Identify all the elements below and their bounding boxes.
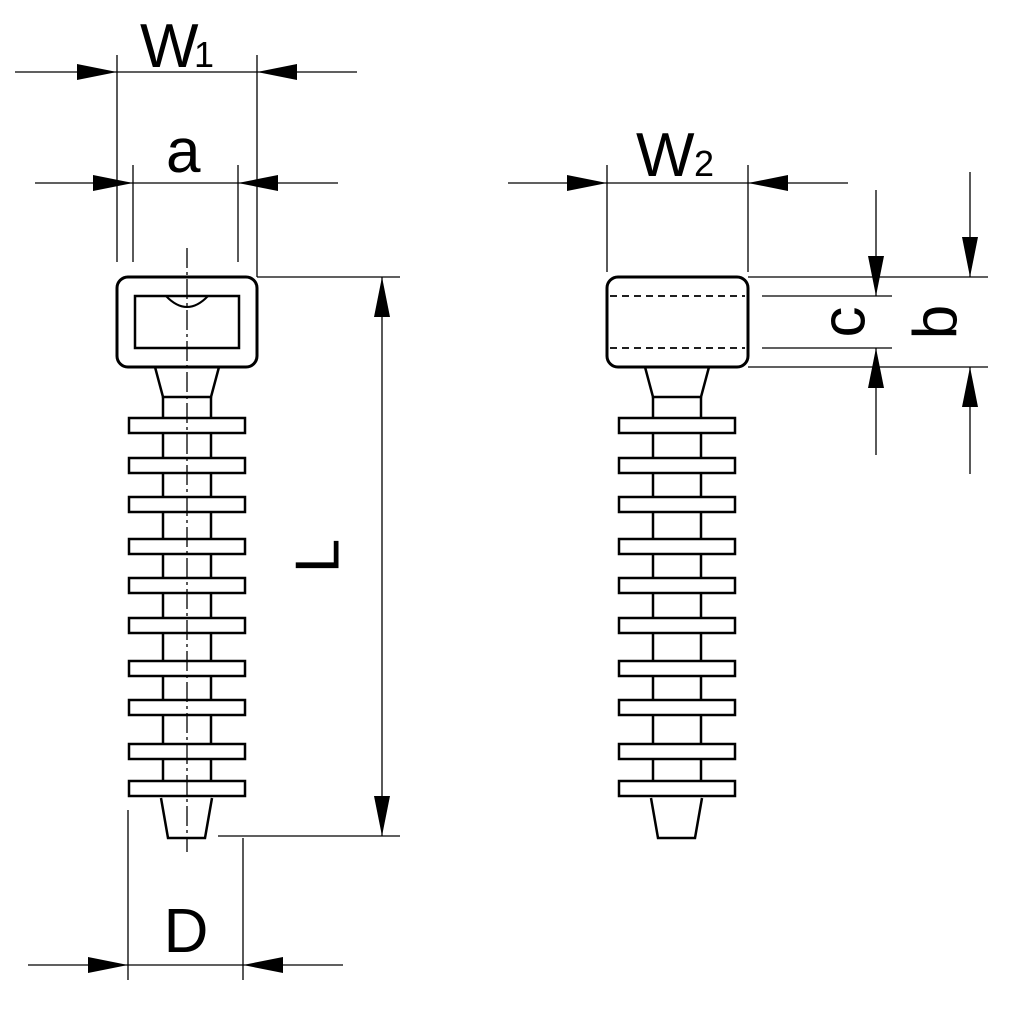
label-w2-sub: 2	[694, 143, 714, 184]
dimension-labels: W 1 a W 2 L D c b	[140, 12, 970, 966]
front-view	[115, 248, 259, 852]
label-l: L	[283, 539, 352, 573]
side-fin	[617, 416, 737, 435]
label-w2: W	[636, 121, 695, 190]
side-fin	[617, 456, 737, 475]
dim-a	[35, 165, 338, 262]
side-fin	[617, 495, 737, 514]
front-head-notch	[165, 295, 209, 308]
dimensions	[15, 55, 988, 980]
side-view	[605, 275, 750, 840]
side-fin	[617, 537, 737, 556]
dim-w1	[15, 55, 357, 277]
label-w1-sub: 1	[194, 34, 214, 75]
label-c: c	[809, 307, 878, 338]
dim-b	[748, 172, 988, 474]
dim-l	[218, 276, 400, 837]
dim-c	[762, 190, 892, 455]
label-w1: W	[140, 12, 199, 81]
side-fin	[617, 779, 737, 798]
side-head	[605, 275, 750, 369]
front-shaft	[127, 397, 247, 798]
dim-w2	[508, 165, 848, 272]
side-tip	[649, 797, 704, 840]
label-b: b	[901, 305, 970, 339]
dim-d	[28, 810, 343, 980]
side-fin	[617, 576, 737, 595]
side-neck	[643, 366, 711, 399]
side-shaft	[617, 397, 737, 798]
label-a: a	[166, 117, 201, 186]
side-fin	[617, 659, 737, 678]
side-fin	[617, 698, 737, 717]
label-d: D	[164, 897, 209, 966]
side-fin	[617, 616, 737, 635]
side-fin	[617, 742, 737, 761]
